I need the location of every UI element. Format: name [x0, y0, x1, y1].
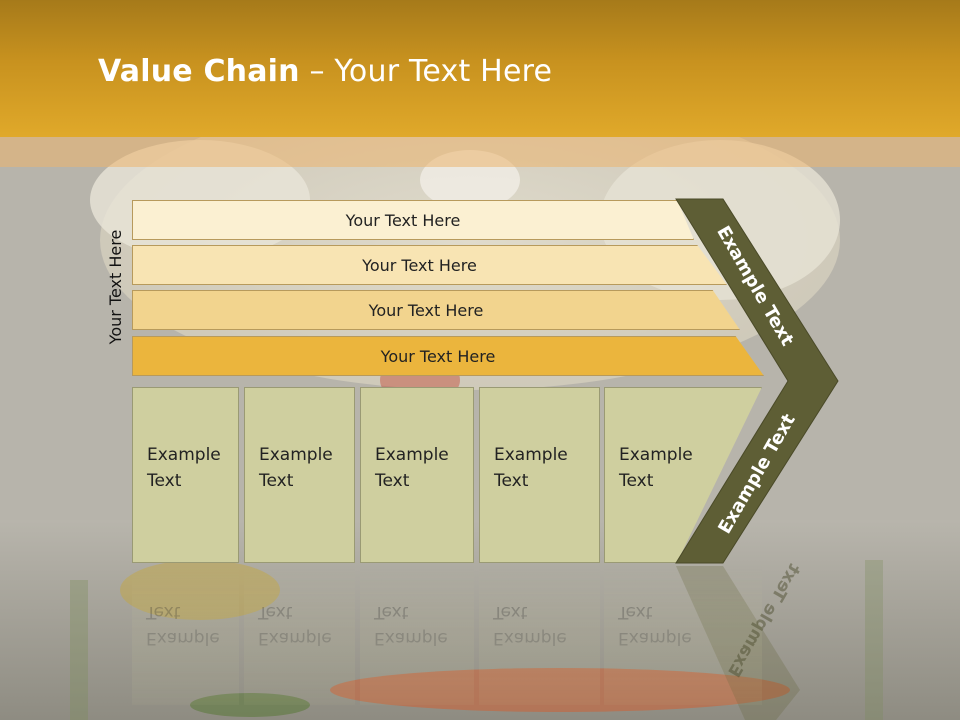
value-chain-bar-3: Your Text Here	[132, 290, 740, 330]
box-label: Example Text	[147, 445, 221, 491]
bar-label: Your Text Here	[368, 300, 484, 320]
title-rest: – Your Text Here	[299, 54, 553, 89]
header-bar	[0, 0, 960, 137]
bar-label: Your Text Here	[380, 346, 496, 366]
bar-label: Your Text Here	[362, 255, 477, 275]
box-label: Example Text	[259, 445, 333, 491]
bar-label: Your Text Here	[345, 210, 461, 230]
title-bold: Value Chain	[98, 54, 300, 89]
box-label: Example Text	[494, 445, 568, 491]
chevron-reflection	[676, 566, 800, 720]
margin-chevron	[675, 198, 839, 564]
activity-box-2: Example Text	[244, 387, 355, 563]
value-chain-bar-2: Your Text Here	[132, 245, 727, 285]
slide-title: Value Chain – Your Text Here	[98, 54, 552, 89]
box-label: Example Text	[375, 445, 449, 491]
activity-box-4: Example Text	[479, 387, 600, 563]
value-chain-bar-4: Your Text Here	[132, 336, 764, 376]
value-chain-bar-1: Your Text Here	[132, 200, 694, 240]
activity-box-3: Example Text	[360, 387, 474, 563]
box-label: Example Text	[619, 445, 693, 491]
header-band	[0, 137, 960, 167]
activity-box-1: Example Text	[132, 387, 239, 563]
